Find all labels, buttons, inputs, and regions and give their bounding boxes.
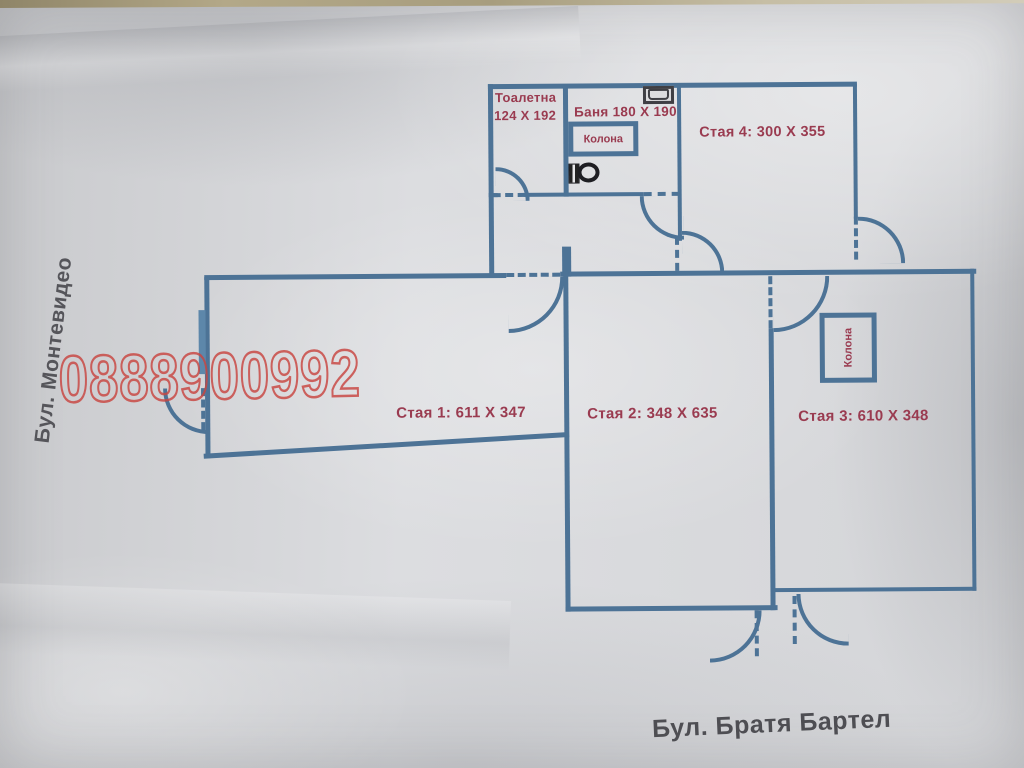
wall-room3-bottom — [772, 586, 977, 593]
paper-top-edge — [0, 0, 1024, 8]
wall-room2-room3-separator — [768, 328, 776, 611]
wall-bath-bottom — [523, 192, 644, 197]
door-arc-bath — [639, 195, 684, 241]
sink-basin — [647, 88, 670, 101]
room-label-room1: Стая 1: 611 X 347 — [396, 403, 526, 422]
wall-room1-bottom — [203, 432, 570, 459]
door-arc-room1-top — [508, 276, 565, 334]
column-label-bath: Колона — [583, 132, 624, 145]
toilet-icon — [568, 161, 601, 184]
wall-room2-left — [563, 271, 571, 612]
column-label-room3: Колона — [842, 327, 855, 368]
room-label-room4: Стая 4: 300 X 355 — [699, 123, 826, 141]
sink-icon — [642, 85, 675, 105]
room-label-toilet-name: Тоалетна — [494, 89, 557, 106]
wall-main-horizontal-left — [204, 273, 507, 281]
door-arc-room4-right — [857, 216, 906, 264]
door-arc-toilet — [495, 166, 530, 202]
room-label-room3: Стая 3: 610 X 348 — [798, 407, 929, 426]
door-leaf-room3-bottom — [792, 596, 797, 645]
room-label-toilet-size: 124 X 192 — [494, 107, 557, 124]
room-label-room2: Стая 2: 348 X 635 — [587, 404, 718, 423]
column-box-bath: Колона — [568, 121, 639, 157]
door-opening-room2-room3 — [768, 276, 773, 329]
wall-room4-right — [852, 83, 858, 219]
door-arc-room3-bottom — [796, 593, 849, 647]
watermark-phone-number: 0888900992 — [57, 335, 362, 418]
column-box-room3: Колона — [819, 312, 877, 383]
room-label-bath: Баня 180 X 190 — [574, 103, 677, 120]
wall-room3-right — [970, 268, 977, 591]
toilet-bowl — [577, 162, 600, 183]
door-opening-corridor-room4 — [674, 236, 680, 271]
door-arc-corridor-room4 — [681, 230, 725, 273]
